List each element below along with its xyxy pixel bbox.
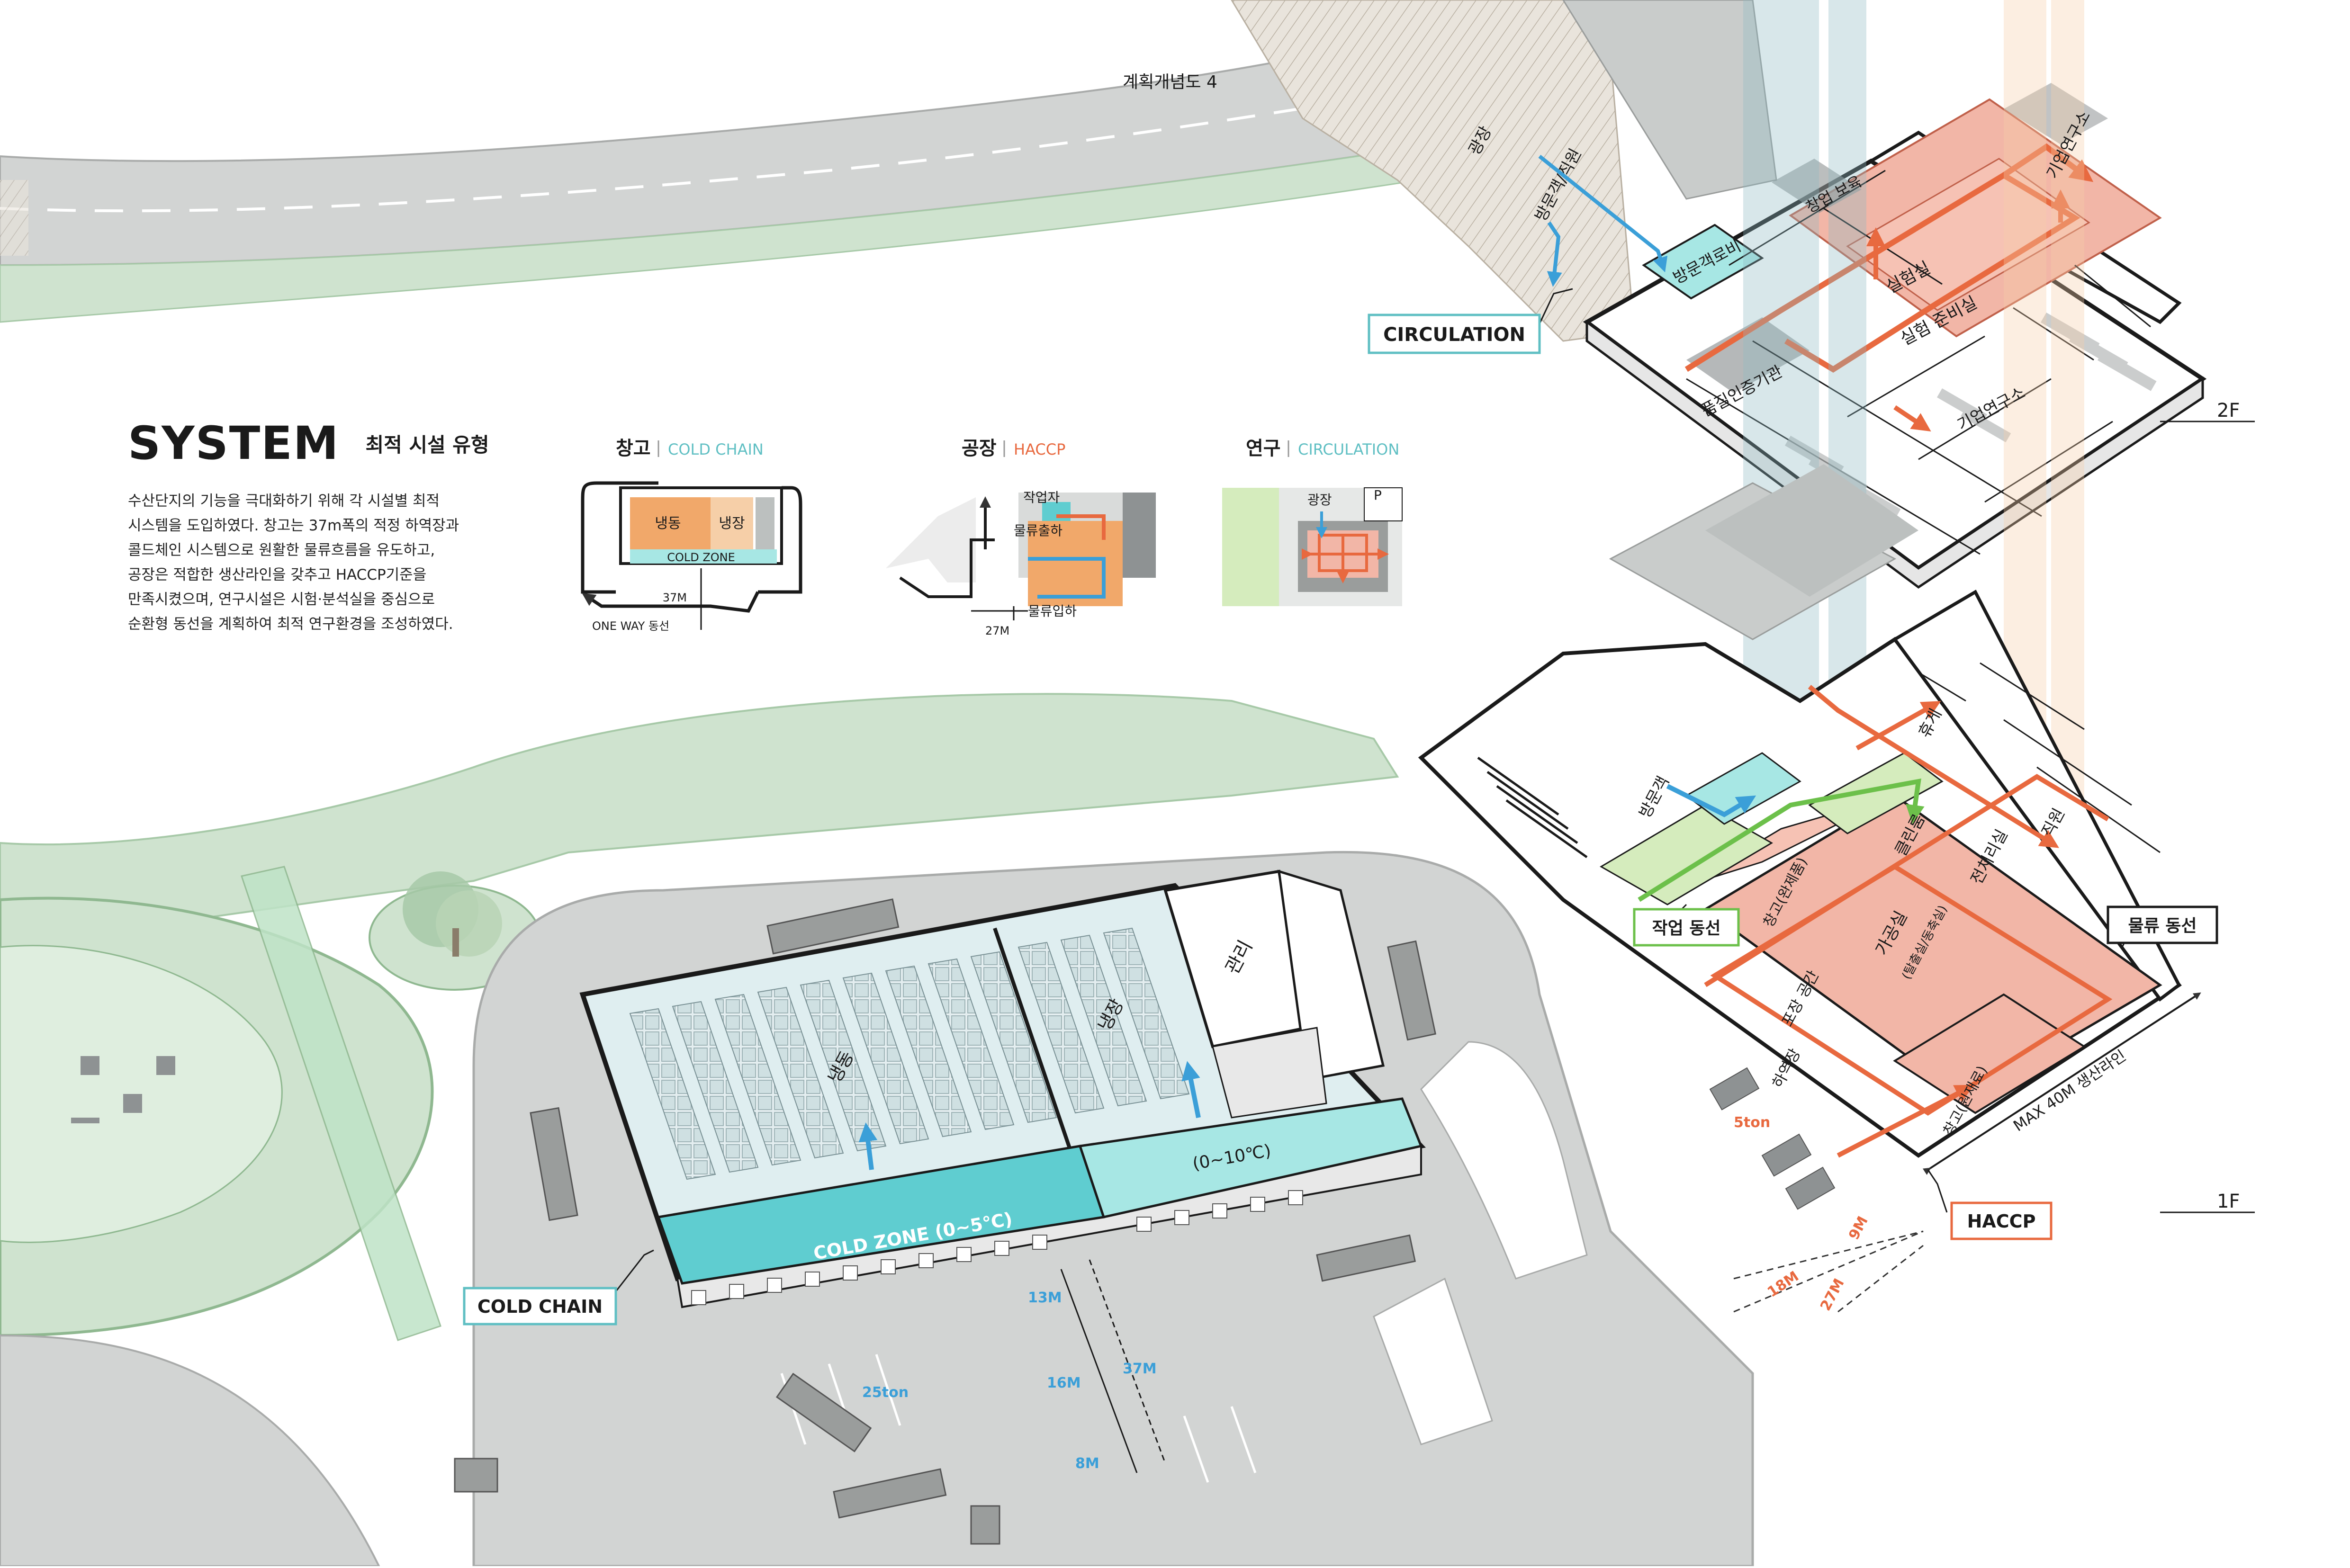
mini-cold-zone: COLD ZONE: [667, 551, 735, 564]
mini-cold-tag: COLD CHAIN: [668, 440, 764, 458]
mini-cold-freeze: 냉동: [655, 515, 681, 532]
cold-warehouse: [579, 869, 1426, 1473]
system-subtitle: 최적 시설 유형: [365, 433, 489, 457]
mini-haccp-work: 작업자: [1023, 490, 1060, 505]
label-circulation: CIRCULATION: [1383, 324, 1525, 346]
mini-cold-chill: 냉장: [719, 515, 745, 532]
cold-chain-callout: [463, 1287, 617, 1326]
label-d37: 37M: [1123, 1361, 1157, 1377]
mini-circ-title: 연구: [1246, 438, 1281, 459]
label-concept: 계획개념도 4: [1123, 72, 1217, 92]
label-ton25: 25ton: [862, 1384, 909, 1401]
top-road: [0, 0, 1564, 323]
work-flow-callout: [1633, 908, 1740, 947]
haccp-callout: [1950, 1201, 2053, 1240]
label-d18: 18M: [1765, 1268, 1802, 1301]
mini-circ-plaza: 광장: [1307, 492, 1332, 508]
label-work-flow: 작업 동선: [1652, 919, 1720, 938]
system-body-line: 만족시켰으며, 연구시설은 시험·분석실을 중심으로: [128, 591, 435, 608]
label-logistics-flow: 물류 동선: [2128, 916, 2197, 936]
mini-haccp-tag: HACCP: [1014, 440, 1065, 458]
mini-haccp: 공장 HACCP 작업자 물류출하 물류입하 27M: [886, 438, 1156, 637]
mini-circ-tag: CIRCULATION: [1298, 440, 1399, 458]
system-body-line: 콜드체인 시스템으로 원활한 물류흐름을 유도하고,: [128, 542, 435, 559]
label-d9: 9M: [1846, 1214, 1872, 1243]
system-text-block: SYSTEM 최적 시설 유형 수산단지의 기능을 극대화하기 위해 각 시설별…: [128, 417, 535, 636]
label-haccp: HACCP: [1967, 1211, 2036, 1232]
mini-cold-chain: 창고 COLD CHAIN 냉동 냉장 COLD ZONE 37M ONE WA…: [581, 438, 802, 633]
label-floor2: 2F: [2217, 400, 2240, 421]
circulation-callout: [1368, 314, 1541, 354]
system-title: SYSTEM: [128, 417, 340, 470]
system-body: 수산단지의 기능을 극대화하기 위해 각 시설별 최적 시스템을 도입하였다. …: [128, 489, 535, 636]
landscape-left: [0, 693, 1399, 1567]
mini-haccp-dim: 27M: [985, 624, 1009, 637]
mini-haccp-title: 공장: [962, 438, 997, 459]
logistics-flow-callout: [2107, 905, 2218, 944]
mini-circ-p: P: [1374, 487, 1382, 503]
label-ton5: 5ton: [1734, 1114, 1770, 1131]
system-body-line: 수산단지의 기능을 극대화하기 위해 각 시설별 최적: [128, 493, 440, 510]
mini-haccp-out: 물류출하: [1014, 523, 1062, 538]
system-body-line: 공장은 적합한 생산라인을 갖추고 HACCP기준을: [128, 566, 427, 583]
system-body-line: 순환형 동선을 계획하여 최적 연구환경을 조성하였다.: [128, 616, 453, 633]
mini-circulation: 연구 CIRCULATION 광장 P: [1222, 438, 1403, 606]
floor-1f: [1418, 464, 2201, 1313]
system-body-line: 시스템을 도입하였다. 창고는 37m폭의 적정 하역장과: [128, 517, 459, 534]
mini-haccp-in: 물류입하: [1028, 603, 1077, 619]
label-d13: 13M: [1028, 1290, 1062, 1306]
label-d8: 8M: [1075, 1455, 1099, 1472]
mini-cold-oneway: ONE WAY 동선: [592, 619, 669, 633]
factory-trucks: [1709, 1067, 1836, 1210]
label-floor1: 1F: [2217, 1191, 2240, 1212]
label-d16: 16M: [1047, 1375, 1081, 1391]
callout-lines: [610, 288, 2255, 1298]
mini-cold-dim: 37M: [663, 591, 687, 604]
label-cold-chain: COLD CHAIN: [477, 1296, 603, 1317]
mini-cold-title: 창고: [616, 438, 651, 459]
